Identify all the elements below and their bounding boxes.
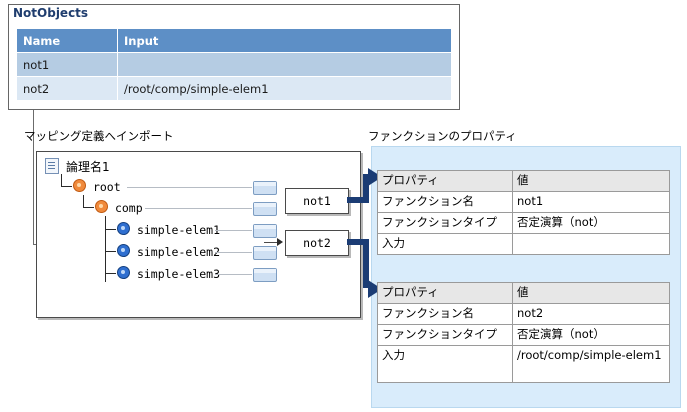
table-row: ファンクション名 not2 xyxy=(377,303,670,325)
tree-node-simple-elem3[interactable]: simple-elem3 xyxy=(117,266,220,282)
table-row: ファンクションタイプ 否定演算（not） xyxy=(377,212,670,234)
connector-line-vertical xyxy=(33,110,34,245)
table-row: ファンクションタイプ 否定演算（not） xyxy=(377,324,670,346)
element-node-icon xyxy=(73,179,86,192)
function-box-label: not1 xyxy=(303,194,331,208)
table-row: 入力 /root/comp/simple-elem1 xyxy=(377,345,670,383)
mapping-line xyxy=(145,208,252,209)
elem-to-not2-line xyxy=(264,242,278,243)
mapping-target-box[interactable] xyxy=(253,224,277,238)
tree-branch-line xyxy=(61,174,72,187)
tree-node-label: simple-elem1 xyxy=(136,223,221,237)
not1-connector-v xyxy=(363,174,369,203)
cell-property: 入力 xyxy=(377,345,513,383)
table-row[interactable]: not2 /root/comp/simple-elem1 xyxy=(16,76,452,101)
tree-node-document[interactable]: 論理名1 xyxy=(45,158,110,174)
document-icon xyxy=(45,158,59,174)
cell-property: ファンクションタイプ xyxy=(377,212,513,234)
cell-property: ファンクションタイプ xyxy=(377,324,513,346)
table-row[interactable]: not1 xyxy=(16,52,452,77)
column-header-value: 値 xyxy=(512,170,670,192)
column-header-value: 値 xyxy=(512,282,670,304)
not2-connector-v xyxy=(363,239,369,288)
mapping-target-box[interactable] xyxy=(253,202,277,216)
cell-input xyxy=(117,52,452,77)
tree-node-label: simple-elem3 xyxy=(136,267,221,281)
mapping-target-box[interactable] xyxy=(253,181,277,195)
table-row: 入力 xyxy=(377,233,670,255)
cell-value: not2 xyxy=(512,303,670,325)
attribute-node-icon xyxy=(117,244,130,257)
cell-property: ファンクション名 xyxy=(377,303,513,325)
tree-branch-line xyxy=(105,260,116,274)
column-header-input: Input xyxy=(117,28,452,53)
tree-node-label: comp xyxy=(114,201,143,215)
attribute-node-icon xyxy=(117,266,130,279)
tree-node-comp[interactable]: comp xyxy=(95,200,143,216)
not2-connector-h xyxy=(347,239,369,245)
tree-node-label: root xyxy=(92,180,121,194)
tree-branch-line xyxy=(105,238,116,252)
cell-value: /root/comp/simple-elem1 xyxy=(512,345,670,383)
cell-value: 否定演算（not） xyxy=(512,212,670,234)
column-header-property: プロパティ xyxy=(377,282,513,304)
cell-property: ファンクション名 xyxy=(377,191,513,213)
mapping-line xyxy=(215,252,252,253)
tree-node-simple-elem1[interactable]: simple-elem1 xyxy=(117,222,220,238)
tree-node-root[interactable]: root xyxy=(73,179,121,195)
function-property-table-not1: プロパティ 値 ファンクション名 not1 ファンクションタイプ 否定演算（no… xyxy=(377,170,670,255)
table-header-row: プロパティ 値 xyxy=(377,282,670,304)
attribute-node-icon xyxy=(117,222,130,235)
tree-branch-line xyxy=(83,195,94,208)
cell-property: 入力 xyxy=(377,233,513,255)
mapping-target-box[interactable] xyxy=(253,246,277,260)
cell-value xyxy=(512,233,670,255)
not-objects-table: Name Input not1 not2 /root/comp/simple-e… xyxy=(16,28,452,101)
cell-value: 否定演算（not） xyxy=(512,324,670,346)
elem-to-not2-arrow xyxy=(277,238,283,246)
mapping-line xyxy=(215,230,252,231)
label-mapping-import: マッピング定義へインポート xyxy=(24,129,174,143)
column-header-name: Name xyxy=(16,28,118,53)
mapping-line xyxy=(127,187,252,188)
mapping-target-box[interactable] xyxy=(253,268,277,282)
tree-node-label: simple-elem2 xyxy=(136,245,221,259)
tree-node-label: 論理名1 xyxy=(65,160,110,174)
not-objects-title: NotObjects xyxy=(13,6,89,20)
tree-node-simple-elem2[interactable]: simple-elem2 xyxy=(117,244,220,260)
not1-connector-h xyxy=(347,197,369,203)
table-row: ファンクション名 not1 xyxy=(377,191,670,213)
cell-name: not2 xyxy=(16,76,118,101)
tree-branch-line xyxy=(105,216,116,230)
element-node-icon xyxy=(95,200,108,213)
column-header-property: プロパティ xyxy=(377,170,513,192)
function-box-not2[interactable]: not2 xyxy=(285,230,349,256)
table-header-row: プロパティ 値 xyxy=(377,170,670,192)
function-property-table-not2: プロパティ 値 ファンクション名 not2 ファンクションタイプ 否定演算（no… xyxy=(377,282,670,383)
table-header-row: Name Input xyxy=(16,28,452,53)
cell-value: not1 xyxy=(512,191,670,213)
function-box-label: not2 xyxy=(303,236,331,250)
mapping-line xyxy=(215,274,252,275)
cell-input: /root/comp/simple-elem1 xyxy=(117,76,452,101)
function-box-not1[interactable]: not1 xyxy=(285,188,349,214)
cell-name: not1 xyxy=(16,52,118,77)
label-function-properties: ファンクションのプロパティ xyxy=(368,129,517,143)
